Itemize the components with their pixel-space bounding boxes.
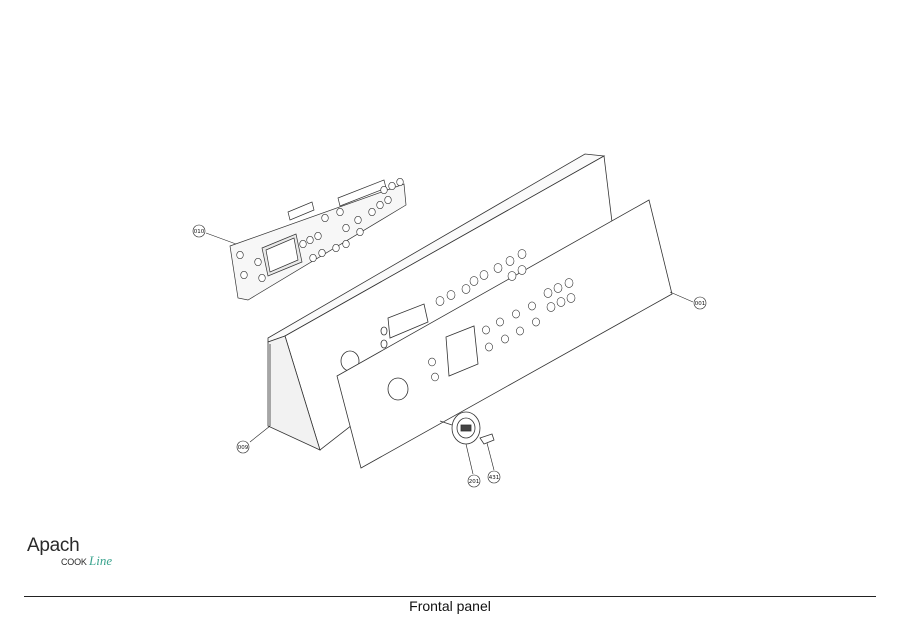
board-button: [240, 271, 248, 279]
board-button: [318, 249, 326, 257]
callout-009-label: 009: [238, 445, 249, 451]
housing-hole: [469, 276, 479, 286]
brand-logo: Apach COOK Line: [27, 535, 127, 575]
board-button: [336, 208, 344, 216]
panel-button: [532, 317, 540, 327]
housing-hole: [493, 263, 503, 273]
housing-hole: [517, 249, 527, 259]
panel-holes: [236, 178, 576, 382]
housing-hole: [479, 270, 489, 280]
callout-431-label: 431: [489, 475, 500, 481]
board-button: [254, 258, 262, 266]
callout-201-label: 201: [469, 479, 480, 485]
housing-hole: [435, 296, 445, 306]
board-button: [236, 251, 244, 259]
panel-button: [553, 283, 563, 293]
housing-hole: [505, 256, 515, 266]
housing-hole: [517, 265, 527, 275]
board-button: [314, 232, 322, 240]
brand-sub-cook: COOK: [61, 557, 87, 567]
callout-001: 001: [669, 291, 707, 310]
callout-001-label: 001: [695, 301, 706, 307]
housing-hole: [507, 271, 517, 281]
panel-button: [528, 301, 536, 311]
panel-button: [431, 372, 439, 382]
board-button: [299, 240, 307, 248]
board-button: [356, 228, 364, 236]
brand-name: Apach: [27, 535, 80, 556]
footer-rule: [24, 596, 876, 597]
panel-button: [556, 297, 566, 307]
housing-hole: [446, 290, 456, 300]
panel-button: [512, 309, 520, 319]
callout-010-label: 010: [194, 229, 205, 235]
page-caption: Frontal panel: [409, 598, 491, 614]
panel-button: [482, 325, 490, 335]
board-button: [342, 240, 350, 248]
board-button: [388, 182, 396, 190]
panel-button: [485, 342, 493, 352]
panel-button: [501, 334, 509, 344]
board-button: [376, 201, 384, 209]
board-button: [332, 244, 340, 252]
callout-010: 010: [192, 224, 237, 245]
panel-button: [543, 288, 553, 298]
board-button: [306, 236, 314, 244]
board-button: [342, 224, 350, 232]
board-button: [380, 186, 388, 194]
panel-button: [566, 293, 576, 303]
panel-button: [546, 302, 556, 312]
panel-button: [516, 326, 524, 336]
front-panel: [336, 199, 673, 469]
board-button: [258, 274, 266, 282]
panel-button: [564, 278, 574, 288]
callout-431: 431: [486, 442, 501, 484]
board-button: [384, 196, 392, 204]
knob-assembly: [439, 411, 495, 445]
panel-button: [428, 357, 436, 367]
callout-201: 201: [465, 443, 481, 488]
board-button: [309, 254, 317, 262]
board-button: [368, 208, 376, 216]
panel-button: [496, 317, 504, 327]
housing-hole: [461, 284, 471, 294]
brand-sub-line: Line: [89, 553, 113, 568]
board-button: [321, 214, 329, 222]
board-button: [354, 216, 362, 224]
control-board: [229, 179, 407, 301]
board-button: [396, 178, 404, 186]
callout-009: 009: [236, 425, 271, 454]
